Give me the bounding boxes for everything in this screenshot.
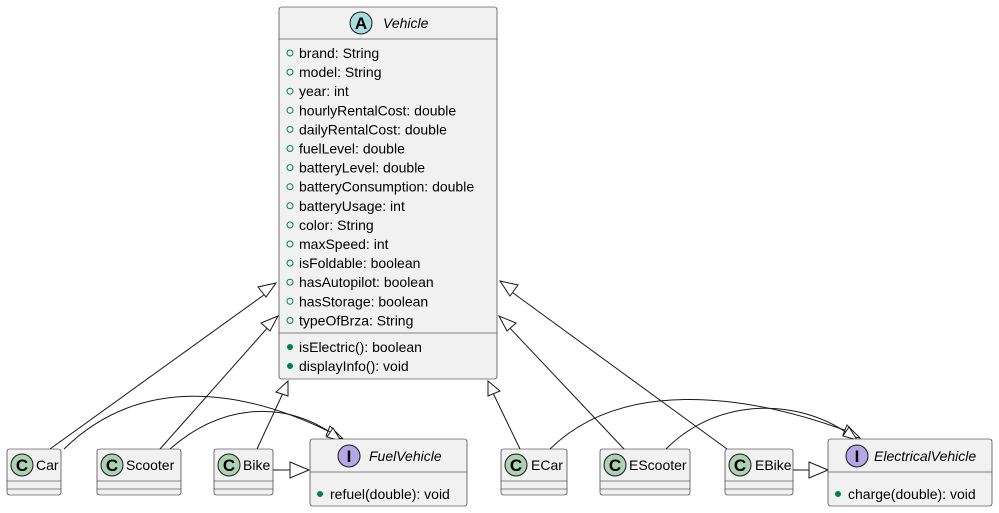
arrowhead-ecar-vehicle xyxy=(487,379,501,397)
class-icon xyxy=(100,453,124,477)
public-attribute-icon xyxy=(286,297,294,305)
public-attribute-icon xyxy=(286,221,294,229)
class-vehicle-attribute: hasAutopilot: boolean xyxy=(299,274,434,290)
class-vehicle-attributes: brand: String model: String year: int hourl… xyxy=(286,45,474,328)
public-attribute-icon xyxy=(286,145,294,152)
class-icon-letter: C xyxy=(734,456,746,475)
public-attribute-icon xyxy=(286,164,294,172)
class-vehicle-name: Vehicle xyxy=(383,15,429,31)
edge-ecar-electricalvehicle xyxy=(549,398,848,450)
edge-bike-vehicle xyxy=(256,392,284,450)
class-escooter-name: EScooter xyxy=(629,457,687,473)
edge-escooter-electricalvehicle xyxy=(665,407,848,450)
class-vehicle-attribute: maxSpeed: int xyxy=(299,236,389,252)
edge-scooter-vehicle xyxy=(159,324,271,450)
class-vehicle-attribute: isFoldable: boolean xyxy=(299,255,420,271)
class-icon-letter: C xyxy=(16,456,28,475)
interface-electricalvehicle-box xyxy=(827,438,993,507)
public-attribute-icon xyxy=(286,316,294,324)
class-vehicle-attribute: batteryUsage: int xyxy=(299,198,405,214)
public-attribute-icon xyxy=(286,278,294,286)
public-attribute-icon xyxy=(286,202,294,210)
interface-electricalvehicle: I ElectricalVehicle charge(double): void xyxy=(827,438,993,507)
public-attribute-icon xyxy=(286,259,294,267)
class-car-name: Car xyxy=(36,457,59,473)
class-vehicle-method: isElectric(): boolean xyxy=(299,339,422,355)
class-vehicle-attribute: hourlyRentalCost: double xyxy=(299,102,456,118)
arrowhead-bike-vehicle xyxy=(275,379,289,397)
class-icon xyxy=(728,453,752,477)
class-vehicle: A Vehicle brand: String model: String year… xyxy=(278,6,498,380)
class-icon-letter: C xyxy=(106,456,118,475)
class-ecar-name: ECar xyxy=(531,457,563,473)
class-vehicle-attribute: typeOfBrza: String xyxy=(299,312,413,328)
class-icon xyxy=(217,453,241,477)
interface-fuelvehicle-name: FuelVehicle xyxy=(369,448,442,464)
class-vehicle-attribute: year: int xyxy=(299,83,349,99)
arrowhead-escooter-vehicle xyxy=(497,315,517,332)
edge-scooter-fuelvehicle xyxy=(169,410,331,450)
arrowhead-scooter-vehicle xyxy=(260,315,280,332)
edge-car-vehicle xyxy=(49,291,269,450)
interface-icon xyxy=(845,444,869,468)
public-attribute-icon xyxy=(286,68,294,76)
public-method-icon xyxy=(287,363,293,369)
arrowhead-ebike-electricalvehicle xyxy=(808,461,830,479)
interface-icon-letter: I xyxy=(855,447,860,466)
edge-car-fuelvehicle xyxy=(63,395,331,450)
abstract-class-icon-letter: A xyxy=(355,14,367,33)
relationships xyxy=(49,280,862,479)
class-vehicle-attribute: dailyRentalCost: double xyxy=(299,121,447,137)
class-icon xyxy=(504,453,528,477)
class-ebike: C EBike xyxy=(724,448,794,496)
public-attribute-icon xyxy=(286,87,294,95)
arrowhead-escooter-electricalvehicle xyxy=(842,426,859,441)
arrowhead-car-vehicle xyxy=(257,282,278,298)
class-bike: C Bike xyxy=(213,448,274,496)
interface-icon xyxy=(337,444,361,468)
class-vehicle-attribute: brand: String xyxy=(299,45,379,61)
class-ecar: C ECar xyxy=(500,448,568,496)
public-method-icon xyxy=(287,344,293,350)
class-icon xyxy=(10,453,34,477)
class-bike-name: Bike xyxy=(243,457,270,473)
class-scooter: C Scooter xyxy=(96,448,182,496)
interface-icon-letter: I xyxy=(347,447,352,466)
class-icon xyxy=(603,453,627,477)
public-attribute-icon xyxy=(286,183,294,191)
class-escooter: C EScooter xyxy=(599,448,691,496)
edge-escooter-vehicle xyxy=(506,324,625,450)
arrowhead-bike-fuelvehicle xyxy=(289,461,311,479)
public-attribute-icon xyxy=(286,125,294,133)
class-vehicle-methods: isElectric(): boolean displayInfo(): void xyxy=(287,339,422,374)
class-icon-letter: C xyxy=(223,456,235,475)
class-vehicle-attribute: batteryConsumption: double xyxy=(299,179,474,195)
class-vehicle-attribute: hasStorage: boolean xyxy=(299,293,428,309)
public-attribute-icon xyxy=(286,106,294,114)
class-vehicle-box xyxy=(278,6,498,380)
class-vehicle-method: displayInfo(): void xyxy=(299,358,409,374)
public-method-icon xyxy=(317,491,323,497)
edge-ecar-vehicle xyxy=(492,392,521,450)
interface-electricalvehicle-name: ElectricalVehicle xyxy=(874,448,976,464)
class-ebike-name: EBike xyxy=(755,457,792,473)
arrowhead-ebike-vehicle xyxy=(498,280,519,297)
class-vehicle-attribute: fuelLevel: double xyxy=(299,141,405,157)
class-scooter-name: Scooter xyxy=(126,457,175,473)
public-method-icon xyxy=(835,491,841,497)
interface-fuelvehicle-method: refuel(double): void xyxy=(330,486,450,502)
class-vehicle-attribute: model: String xyxy=(299,64,381,80)
class-icon-letter: C xyxy=(510,456,522,475)
class-vehicle-attribute: color: String xyxy=(299,217,374,233)
class-icon-letter: C xyxy=(609,456,621,475)
abstract-class-icon xyxy=(349,11,373,35)
public-attribute-icon xyxy=(286,240,294,248)
class-vehicle-attribute: batteryLevel: double xyxy=(299,160,425,176)
class-car: C Car xyxy=(6,448,62,496)
interface-electricalvehicle-method: charge(double): void xyxy=(848,486,976,502)
interface-fuelvehicle: I FuelVehicle refuel(double): void xyxy=(309,438,468,507)
public-attribute-icon xyxy=(286,49,294,57)
edge-ebike-vehicle xyxy=(508,289,728,450)
